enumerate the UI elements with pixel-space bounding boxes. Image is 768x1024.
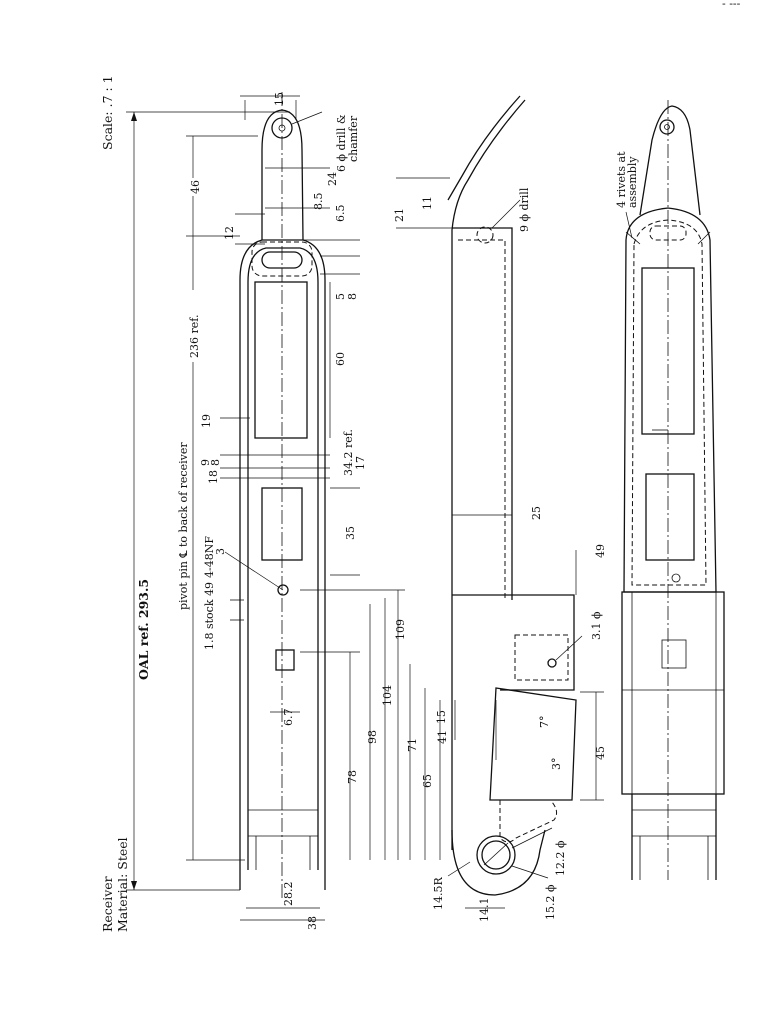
dim-49a: 49 (203, 582, 216, 596)
material-label: Material: Steel (115, 837, 130, 932)
thread-spec: 4-48NF (203, 536, 216, 578)
dim-9: 9 (199, 459, 212, 466)
dim-104: 104 (381, 685, 394, 706)
dim-8-5: 8.5 (312, 193, 325, 211)
dim-oal: OAL ref. 293.5 (136, 579, 151, 680)
dim-45: 45 (594, 746, 607, 760)
angle-3: 3° (550, 758, 563, 771)
dim-3: 3 (214, 548, 227, 555)
dim-109: 109 (394, 619, 407, 640)
dim-38: 38 (306, 916, 319, 930)
dim-12: 12 (223, 226, 236, 240)
part-name: Receiver (100, 876, 115, 932)
dim-41: 41 (436, 730, 449, 744)
dim-8a: 8 (346, 293, 359, 300)
dim-60: 60 (334, 352, 347, 366)
angle-7: 7° (538, 716, 551, 729)
dim-21: 21 (393, 208, 406, 222)
dim-14-5r: 14.5R (432, 877, 445, 910)
dim-24: 24 (326, 172, 339, 186)
dim-98: 98 (366, 730, 379, 744)
dim-14-1: 14.1 (478, 898, 491, 923)
dim-drill-6: 6 ϕ drill & (335, 114, 348, 172)
dim-18: 18 (207, 470, 220, 484)
dim-12-2-dia: 12.2 ϕ (554, 840, 567, 876)
dim-15-top: 15 (273, 92, 286, 106)
dim-46: 46 (189, 180, 202, 194)
dim-236-ref: 236 ref. (188, 315, 201, 358)
dim-1-8-stock: 1.8 stock (203, 599, 216, 650)
dim-71: 71 (406, 738, 419, 752)
rivets-assembly: assembly (626, 156, 639, 208)
receiver-assembly-view: 4 rivets at assembly (615, 100, 725, 880)
dim-78: 78 (346, 770, 359, 784)
dim-34-2-ref: 34.2 ref. (342, 429, 355, 476)
dim-5: 5 (334, 293, 347, 300)
title-block: Receiver Material: Steel Scale: .7 : 1 (100, 75, 130, 932)
receiver-top-view: OAL ref. 293.5 236 ref. 46 12 15 6 ϕ dri… (126, 92, 434, 930)
dim-11: 11 (421, 196, 434, 210)
dim-15-side: 15 (435, 710, 448, 724)
dim-25: 25 (530, 506, 543, 520)
dim-28-2: 28.2 (282, 882, 295, 907)
receiver-side-view: 21 11 9 ϕ drill 25 3.1 ϕ 49 7° 3° 45 41 … (393, 95, 607, 923)
dim-chamfer: chamfer (347, 115, 360, 162)
dim-65: 65 (421, 774, 434, 788)
scale-label: Scale: .7 : 1 (100, 75, 115, 150)
dim-6-5: 6.5 (334, 205, 347, 223)
corner-mark: - --- (722, 0, 741, 10)
rivets-note: 4 rivets at (615, 151, 628, 208)
dim-19: 19 (200, 414, 213, 428)
dim-drill-9: 9 ϕ drill (518, 187, 531, 232)
dim-8b: 8 (209, 459, 222, 466)
dim-49b: 49 (594, 544, 607, 558)
pivot-pin-note: pivot pin ℄ to back of receiver (177, 442, 190, 610)
dim-17: 17 (354, 456, 367, 470)
dim-3-1-drill: 3.1 ϕ (590, 611, 603, 640)
dim-35: 35 (344, 526, 357, 540)
dim-15-2-dia: 15.2 ϕ (544, 884, 557, 920)
dim-6-7: 6.7 (282, 709, 295, 727)
